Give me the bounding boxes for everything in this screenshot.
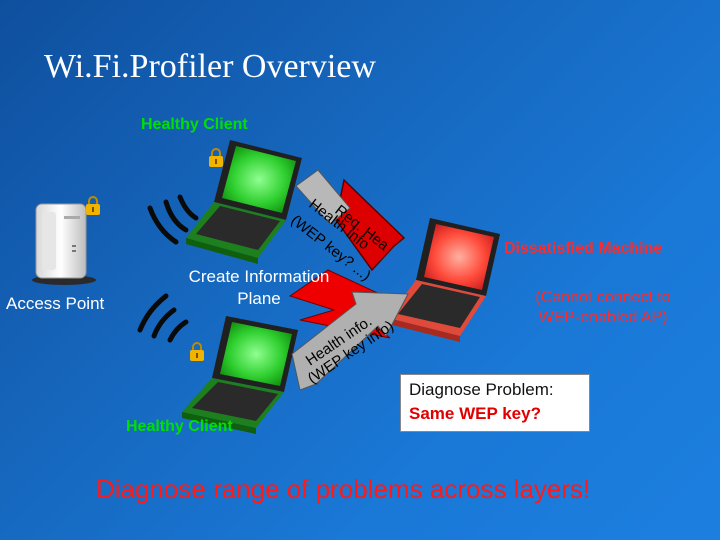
healthy-client-bottom-label: Healthy Client — [126, 418, 233, 435]
diagnose-problem-heading: Diagnose Problem: — [409, 380, 554, 399]
create-information-plane-label: Create Information Plane — [174, 266, 344, 310]
create-info-line2: Plane — [237, 289, 281, 308]
same-wep-key-question: Same WEP key? — [409, 404, 541, 423]
healthy-client-top-label: Healthy Client — [141, 116, 248, 133]
cannot-connect-line2: WEP-enabled AP) — [538, 309, 668, 326]
healthy-laptop-bottom-icon — [182, 316, 298, 434]
healthy-laptop-top-icon — [186, 140, 302, 264]
response-arrow — [291, 291, 409, 391]
lock-icon — [190, 342, 204, 361]
dissatisfied-laptop-icon — [388, 218, 500, 342]
create-info-line1: Create Information — [188, 267, 330, 286]
lock-icon — [86, 196, 100, 215]
diagnose-problem-box: Diagnose Problem: Same WEP key? — [400, 374, 590, 432]
bottom-caption: Diagnose range of problems across layers… — [96, 474, 591, 504]
access-point-label: Access Point — [6, 294, 105, 313]
cannot-connect-note: (Cannot connect to WEP-enabled AP) — [508, 288, 698, 328]
wireless-signal-top-icon — [147, 194, 199, 245]
wireless-signal-bottom-icon — [137, 293, 189, 343]
request-arrow — [295, 169, 406, 272]
cannot-connect-line1: (Cannot connect to — [535, 289, 671, 306]
dissatisfied-machine-label: Dissatisfied Machine — [504, 240, 663, 257]
access-point-device-icon — [32, 203, 96, 285]
slide-title: Wi.Fi.Profiler Overview — [44, 48, 376, 85]
lock-icon — [209, 148, 223, 167]
